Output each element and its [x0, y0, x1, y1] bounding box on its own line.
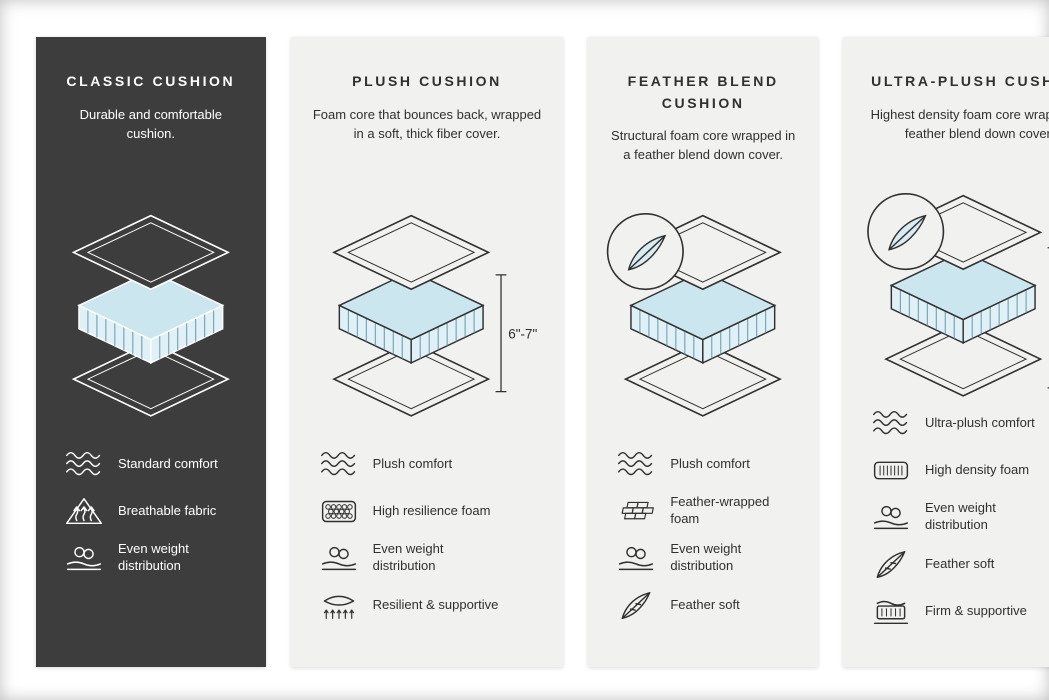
firm-supportive-icon [871, 595, 911, 628]
waves-icon [64, 448, 104, 481]
feature-label: Even weight distribution [118, 541, 189, 573]
feature-label: Feather soft [670, 596, 740, 612]
cushion-layers-diagram [72, 214, 229, 417]
card-ultra-plush-cushion: ULTRA-PLUSH CUSHION Highest density foam… [842, 37, 1049, 667]
feature-label: High density foam [924, 461, 1030, 477]
feature-row: Plush comfort [319, 447, 548, 481]
feature-list: Ultra-plush comfort High density foam Ev… [859, 406, 1049, 641]
feature-list: Standard comfort Breathable fabric Even … [52, 447, 250, 588]
waves-icon [616, 448, 656, 481]
weight-distribution-icon [616, 542, 656, 575]
feature-label: Plush comfort [372, 455, 453, 471]
feature-row: High resilience foam [319, 494, 548, 528]
weight-distribution-icon [319, 542, 359, 575]
waves-icon [871, 407, 911, 440]
waves-icon [319, 448, 359, 481]
feature-row: Plush comfort [616, 447, 802, 481]
card-description: Durable and comfortable cushion. [79, 106, 222, 141]
card-title: FEATHER BLEND CUSHION [627, 73, 779, 111]
card-description: Foam core that bounces back, wrapped in … [312, 106, 542, 141]
feature-row: Resilient & supportive [319, 588, 548, 622]
feather-icon [616, 589, 656, 622]
card-header: PLUSH CUSHION Foam core that bounces bac… [307, 71, 548, 189]
feature-label: Even weight distribution [670, 541, 742, 573]
feature-row: Even weight distribution [871, 500, 1049, 534]
feature-row: Firm & supportive [871, 594, 1049, 628]
feature-label: Breathable fabric [118, 502, 217, 518]
card-classic-cushion: CLASSIC CUSHION Durable and comfortable … [36, 37, 266, 667]
feature-row: Even weight distribution [319, 541, 548, 575]
feather-badge [867, 192, 945, 270]
card-header: ULTRA-PLUSH CUSHION Highest density foam… [859, 71, 1049, 189]
card-title: CLASSIC CUSHION [66, 73, 236, 89]
feature-label: Resilient & supportive [372, 596, 499, 612]
feature-list: Plush comfort High resilience foam Even … [307, 447, 548, 635]
card-plush-cushion: PLUSH CUSHION Foam core that bounces bac… [290, 37, 564, 667]
feature-label: Plush comfort [670, 455, 750, 471]
feature-row: Ultra-plush comfort [871, 406, 1049, 440]
high-density-foam-icon [871, 454, 911, 487]
feature-row: Feather soft [616, 588, 802, 622]
cushion-layers-diagram: 6"-7" [332, 214, 537, 417]
feature-list: Plush comfort Feather-wrapped foam Even … [604, 447, 802, 635]
feature-row: High density foam [871, 453, 1049, 487]
feather-wrapped-foam-icon [616, 495, 656, 528]
cushion-layers-diagram: 9" [867, 192, 1049, 397]
feature-row: Feather soft [871, 547, 1049, 581]
card-description: Highest density foam core wrapped in fea… [870, 106, 1049, 141]
diagram-area [604, 189, 802, 447]
feature-label: High resilience foam [372, 502, 491, 518]
feature-row: Even weight distribution [616, 541, 802, 575]
feature-label: Even weight distribution [924, 500, 996, 532]
card-title: ULTRA-PLUSH CUSHION [871, 73, 1049, 89]
diagram-area: 6"-7" [307, 189, 548, 447]
feature-row: Standard comfort [64, 447, 250, 481]
feature-label: Firm & supportive [924, 602, 1027, 618]
feature-label: Ultra-plush comfort [924, 414, 1035, 430]
foam-bubbles-icon [319, 495, 359, 528]
card-header: CLASSIC CUSHION Durable and comfortable … [52, 71, 250, 189]
weight-distribution-icon [871, 501, 911, 534]
feather-badge [607, 212, 685, 291]
diagram-area: 9" [859, 189, 1049, 406]
breathable-icon [64, 495, 104, 528]
card-description: Structural foam core wrapped in a feathe… [611, 128, 796, 163]
cushion-layers-diagram [607, 212, 782, 417]
feature-label: Even weight distribution [372, 541, 444, 573]
measurement-label: 6"-7" [508, 327, 537, 342]
feature-row: Breathable fabric [64, 494, 250, 528]
feature-row: Feather-wrapped foam [616, 494, 802, 528]
feature-label: Feather soft [924, 555, 995, 571]
height-measurement: 6"-7" [495, 274, 537, 393]
card-title: PLUSH CUSHION [352, 73, 502, 89]
card-feather-blend-cushion: FEATHER BLEND CUSHION Structural foam co… [588, 37, 818, 667]
diagram-area [52, 189, 250, 447]
feature-label: Standard comfort [118, 455, 218, 471]
feather-icon [871, 548, 911, 581]
weight-distribution-icon [64, 542, 104, 575]
feature-row: Even weight distribution [64, 541, 250, 575]
feature-label: Feather-wrapped foam [670, 494, 770, 526]
card-header: FEATHER BLEND CUSHION Structural foam co… [604, 71, 802, 189]
spring-icon [319, 589, 359, 622]
